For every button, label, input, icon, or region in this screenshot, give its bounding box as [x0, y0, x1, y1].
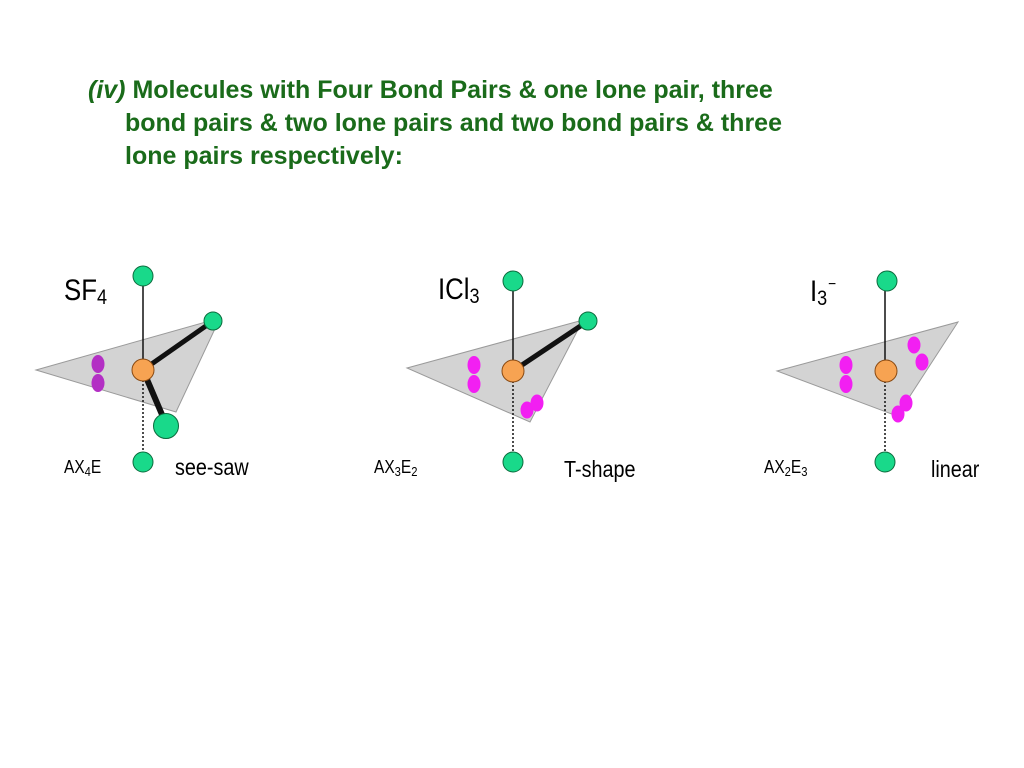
- lone-pair-lobe: [899, 394, 913, 412]
- lone-pair-lobe: [520, 401, 534, 419]
- ligand-atom-top: [502, 270, 524, 292]
- molecule-formula: I3−: [810, 275, 837, 310]
- vsepr-notation: AX2E3: [764, 457, 808, 479]
- slide-heading: (iv) Molecules with Four Bond Pairs & on…: [88, 74, 908, 173]
- lone-pair-lobe: [839, 375, 853, 393]
- wedge-bond-back: [141, 318, 215, 373]
- wedge-bond-back: [511, 318, 590, 374]
- shape-label: linear: [931, 456, 980, 482]
- molecule-panel-i3: I3− AX2E3 linear: [764, 250, 1024, 500]
- heading-lead: (iv): [88, 76, 126, 104]
- ligand-atom-top: [876, 270, 898, 292]
- heading-text-1: Molecules with Four Bond Pairs & one lon…: [132, 76, 773, 104]
- shape-label: T-shape: [564, 456, 636, 482]
- heading-line-1: (iv) Molecules with Four Bond Pairs & on…: [88, 74, 908, 107]
- lone-pair-lobe: [530, 394, 544, 412]
- heading-line-2: bond pairs & two lone pairs and two bond…: [125, 109, 782, 137]
- ligand-atom-back: [203, 311, 223, 331]
- equatorial-plane: [405, 319, 584, 423]
- ligand-atom-bottom: [502, 451, 524, 473]
- seesaw-diagram: [34, 265, 223, 473]
- equatorial-plane: [34, 317, 221, 413]
- ligand-atom-bottom: [874, 451, 896, 473]
- ligand-atom-top: [132, 265, 154, 287]
- t-shape-diagram: [405, 270, 598, 473]
- lone-pair-lobe: [91, 374, 105, 392]
- shape-label: see-saw: [175, 454, 249, 480]
- ligand-atom-front: [153, 413, 179, 439]
- molecule-panel-icl3: ICl3 AX3E2 T-shape: [374, 250, 730, 500]
- heading-line-3: lone pairs respectively:: [125, 142, 403, 170]
- molecule-formula: SF4: [64, 274, 108, 309]
- linear-diagram: [775, 270, 960, 473]
- lone-pair-lobe: [91, 355, 105, 373]
- lone-pair-lobe: [891, 405, 905, 423]
- lone-pair-lobe: [839, 356, 853, 374]
- central-atom: [501, 359, 525, 383]
- ligand-atom-back: [578, 311, 598, 331]
- equatorial-plane: [775, 321, 960, 417]
- vsepr-notation: AX4E: [64, 457, 102, 479]
- lone-pair-lobe: [907, 336, 921, 354]
- lone-pair-lobe: [915, 353, 929, 371]
- central-atom: [874, 359, 898, 383]
- molecule-formula: ICl3: [438, 273, 480, 308]
- lone-pair-lobe: [467, 356, 481, 374]
- vsepr-notation: AX3E2: [374, 457, 418, 479]
- ligand-atom-bottom: [132, 451, 154, 473]
- lone-pair-lobe: [467, 375, 481, 393]
- central-atom: [131, 358, 155, 382]
- molecule-panel-sf4: SF4 AX4E see-saw: [30, 250, 360, 500]
